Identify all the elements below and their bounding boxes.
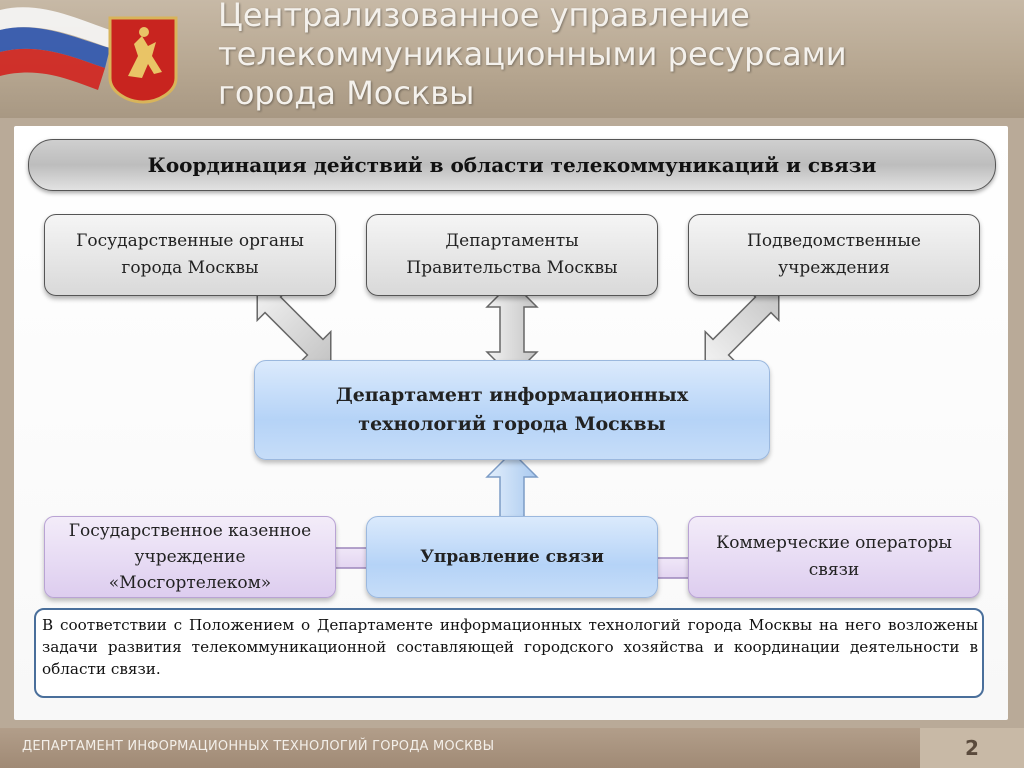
box-it-department: Департамент информационных технологий го… (254, 360, 770, 460)
box-mosgortelecom-label: Государственное казенное учреждение «Мос… (68, 521, 312, 593)
box-gov-bodies-label: Государственные органы города Москвы (76, 231, 304, 278)
box-departments-label: Департаменты Правительства Москвы (406, 231, 618, 278)
box-it-department-label: Департамент информационных технологий го… (335, 384, 689, 435)
box-comm-admin: Управление связи (366, 516, 658, 598)
box-departments: Департаменты Правительства Москвы (366, 214, 658, 296)
moscow-coat-of-arms-icon (108, 16, 178, 104)
box-operators: Коммерческие операторы связи (688, 516, 980, 598)
box-comm-admin-label: Управление связи (420, 546, 604, 567)
box-operators-label: Коммерческие операторы связи (716, 533, 952, 580)
box-mosgortelecom: Государственное казенное учреждение «Мос… (44, 516, 336, 598)
page-number: 2 (920, 728, 1024, 768)
title-line-3: города Москвы (218, 74, 475, 112)
box-subordinate-label: Подведомственные учреждения (747, 231, 921, 278)
box-gov-bodies: Государственные органы города Москвы (44, 214, 336, 296)
title-line-1: Централизованное управление (218, 0, 750, 34)
coordination-banner: Координация действий в области телекомму… (28, 139, 996, 191)
box-subordinate: Подведомственные учреждения (688, 214, 980, 296)
russian-flag-icon (0, 7, 110, 90)
note-paragraph: В соответствии с Положением о Департамен… (34, 608, 984, 698)
footer-bar (0, 728, 1024, 768)
footer-text: ДЕПАРТАМЕНТ ИНФОРМАЦИОННЫХ ТЕХНОЛОГИЙ ГО… (22, 739, 495, 754)
slide-title: Централизованное управление телекоммуник… (218, 0, 1018, 113)
title-line-2: телекоммуникационными ресурсами (218, 35, 847, 73)
